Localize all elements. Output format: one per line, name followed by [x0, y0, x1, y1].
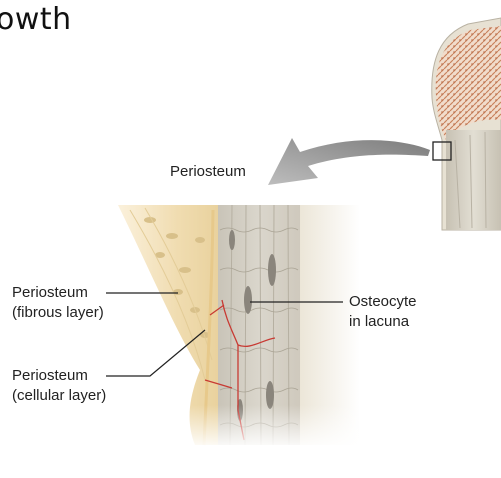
- zoom-region-marker: [432, 141, 452, 161]
- slide-title: owth: [0, 2, 72, 37]
- periosteum-fibrous-label: Periosteum (fibrous layer): [12, 284, 104, 321]
- periosteum-cellular-label: Periosteum (cellular layer): [12, 367, 107, 404]
- magnification-arrow: [268, 138, 430, 185]
- leader-lines: [106, 292, 343, 377]
- long-bone-illustration: [431, 17, 501, 231]
- osteocyte-label: Osteocyte in lacuna: [349, 293, 417, 330]
- osteocyte-lacuna: [268, 254, 276, 286]
- magnified-section: [110, 204, 370, 450]
- blood-vessels: [204, 299, 276, 441]
- periosteum-label: Periosteum: [170, 163, 246, 180]
